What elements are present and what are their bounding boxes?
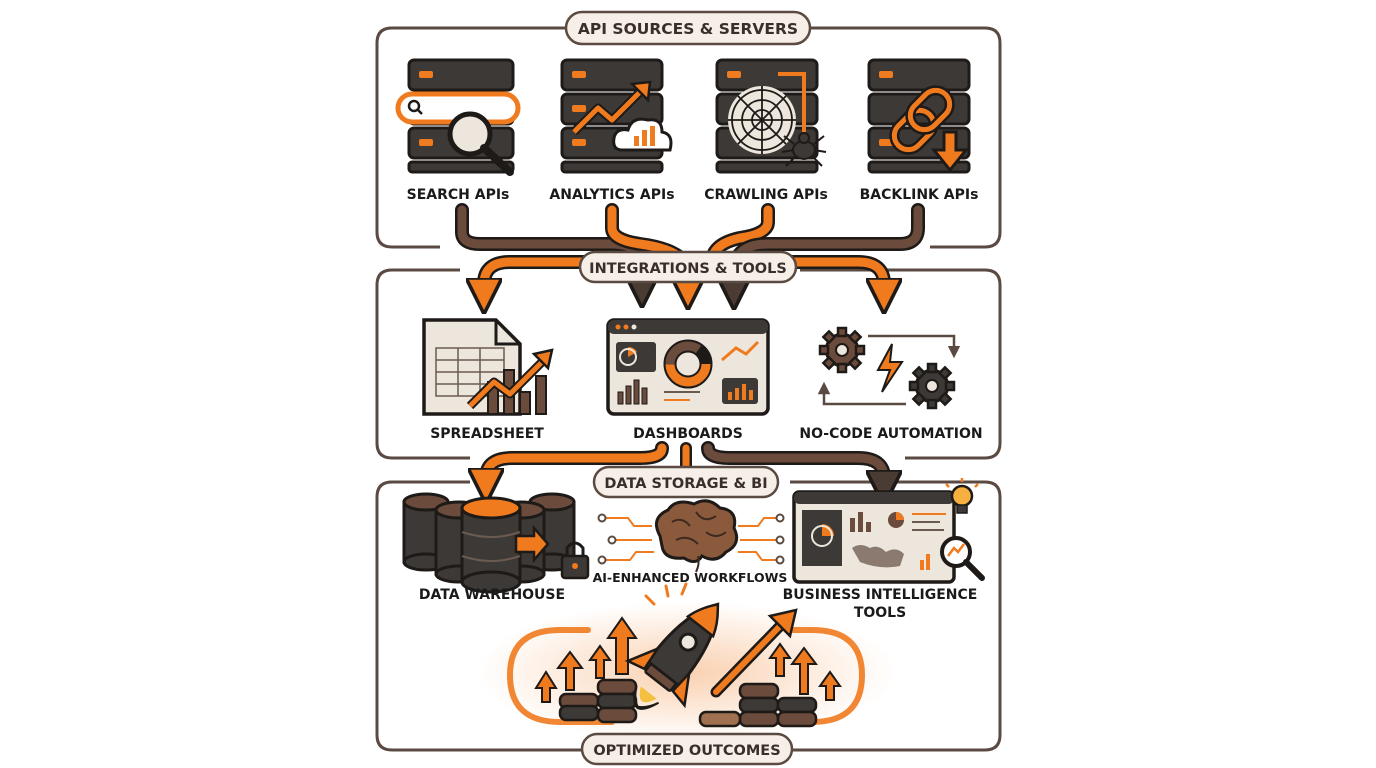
search-apis-label: SEARCH APIs bbox=[407, 187, 510, 203]
gears-automation-icon bbox=[817, 326, 961, 410]
sources-frame bbox=[375, 26, 1002, 249]
bi-tools-label-line1: BUSINESS INTELLIGENCE bbox=[783, 587, 978, 603]
backlink-server-icon bbox=[867, 58, 971, 174]
rocket-icon bbox=[624, 602, 720, 710]
bi-screen-icon bbox=[792, 478, 985, 584]
section-frames bbox=[375, 26, 1002, 752]
automation-label: NO-CODE AUTOMATION bbox=[799, 426, 982, 442]
header-outcomes: OPTIMIZED OUTCOMES bbox=[580, 732, 794, 766]
integrations-frame bbox=[375, 268, 1002, 460]
analytics-server-icon bbox=[560, 58, 673, 174]
dashboards-label: DASHBOARDS bbox=[633, 426, 743, 442]
bi-tools-label-line2: TOOLS bbox=[854, 605, 906, 621]
header-integrations: INTEGRATIONS & TOOLS bbox=[578, 250, 798, 284]
database-warehouse-icon bbox=[402, 492, 590, 594]
outcomes-loop bbox=[506, 627, 866, 725]
crawling-server-icon bbox=[715, 58, 827, 174]
dashboard-icon bbox=[606, 318, 770, 416]
spreadsheet-icon bbox=[422, 318, 554, 416]
outcomes-title: OPTIMIZED OUTCOMES bbox=[593, 743, 780, 759]
integrations-title: INTEGRATIONS & TOOLS bbox=[589, 261, 787, 277]
warehouse-label: DATA WAREHOUSE bbox=[419, 587, 565, 603]
storage-labels: DATA WAREHOUSE AI-ENHANCED WORKFLOWS BUS… bbox=[419, 570, 977, 621]
integration-labels: SPREADSHEET DASHBOARDS NO-CODE AUTOMATIO… bbox=[430, 426, 982, 442]
ai-workflows-label: AI-ENHANCED WORKFLOWS bbox=[593, 570, 788, 585]
crawling-apis-label: CRAWLING APIs bbox=[704, 187, 828, 203]
brain-icon bbox=[597, 499, 785, 573]
storage-title: DATA STORAGE & BI bbox=[604, 476, 767, 492]
storage-frame bbox=[375, 480, 1002, 752]
sparkle-lines bbox=[644, 582, 688, 606]
spreadsheet-label: SPREADSHEET bbox=[430, 426, 544, 442]
header-sources: API SOURCES & SERVERS bbox=[564, 10, 812, 46]
search-server-icon bbox=[395, 58, 521, 176]
analytics-apis-label: ANALYTICS APIs bbox=[549, 187, 674, 203]
backlink-apis-label: BACKLINK APIs bbox=[860, 187, 979, 203]
header-storage: DATA STORAGE & BI bbox=[592, 465, 780, 499]
sources-title: API SOURCES & SERVERS bbox=[578, 20, 798, 38]
source-labels: SEARCH APIs ANALYTICS APIs CRAWLING APIs… bbox=[407, 187, 979, 203]
